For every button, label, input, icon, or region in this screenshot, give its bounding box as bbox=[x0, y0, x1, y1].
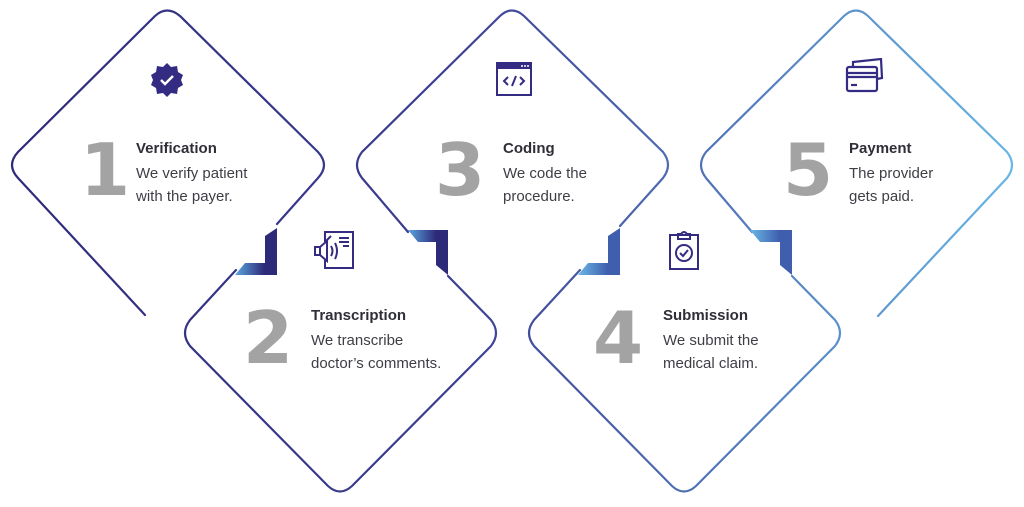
connector-3-4 bbox=[578, 228, 620, 275]
step-2-desc-line2: doctor’s comments. bbox=[311, 355, 442, 372]
step-4-number: 4 bbox=[593, 296, 644, 380]
step-2-text: Transcription We transcribe doctor’s com… bbox=[311, 306, 481, 375]
step-1-text: Verification We verify patient with the … bbox=[136, 139, 306, 208]
step-2-title: Transcription bbox=[311, 307, 407, 324]
connector-3-2 bbox=[408, 230, 448, 275]
step-4-text: Submission We submit the medical claim. bbox=[663, 306, 833, 375]
step-5-desc-line2: gets paid. bbox=[849, 188, 915, 205]
diamond-5-outline bbox=[699, 9, 1014, 318]
verified-badge-icon bbox=[151, 63, 183, 97]
clipboard-check-icon bbox=[669, 231, 699, 270]
code-window-icon bbox=[496, 62, 532, 96]
connector-1-2 bbox=[235, 228, 277, 275]
step-3-title: Coding bbox=[503, 140, 555, 157]
step-2-desc-line1: We transcribe bbox=[311, 332, 404, 349]
step-1-desc-line1: We verify patient bbox=[136, 165, 248, 182]
step-5-text: Payment The provider gets paid. bbox=[849, 139, 1019, 208]
audio-document-icon bbox=[314, 231, 354, 269]
diamond-1-outline bbox=[10, 9, 326, 317]
step-5-title: Payment bbox=[849, 140, 912, 157]
diamond-3-outline bbox=[355, 9, 670, 234]
step-4-desc-line2: medical claim. bbox=[663, 355, 759, 372]
step-2-number: 2 bbox=[243, 296, 294, 380]
step-1-number: 1 bbox=[80, 128, 131, 212]
step-4-desc-line1: We submit the bbox=[663, 332, 759, 349]
step-3-text: Coding We code the procedure. bbox=[503, 139, 673, 208]
connector-5-4 bbox=[750, 230, 792, 275]
step-3-desc-line1: We code the bbox=[503, 165, 587, 182]
step-1-desc-line2: with the payer. bbox=[136, 188, 233, 205]
step-5-desc-line1: The provider bbox=[849, 165, 934, 182]
diamond-4-outline bbox=[527, 268, 842, 493]
credit-cards-icon bbox=[845, 58, 884, 93]
step-4-title: Submission bbox=[663, 307, 749, 324]
diamond-2-outline bbox=[183, 268, 498, 493]
step-5-number: 5 bbox=[783, 128, 834, 212]
step-1-title: Verification bbox=[136, 140, 217, 157]
step-3-number: 3 bbox=[435, 128, 486, 212]
step-3-desc-line2: procedure. bbox=[503, 188, 575, 205]
